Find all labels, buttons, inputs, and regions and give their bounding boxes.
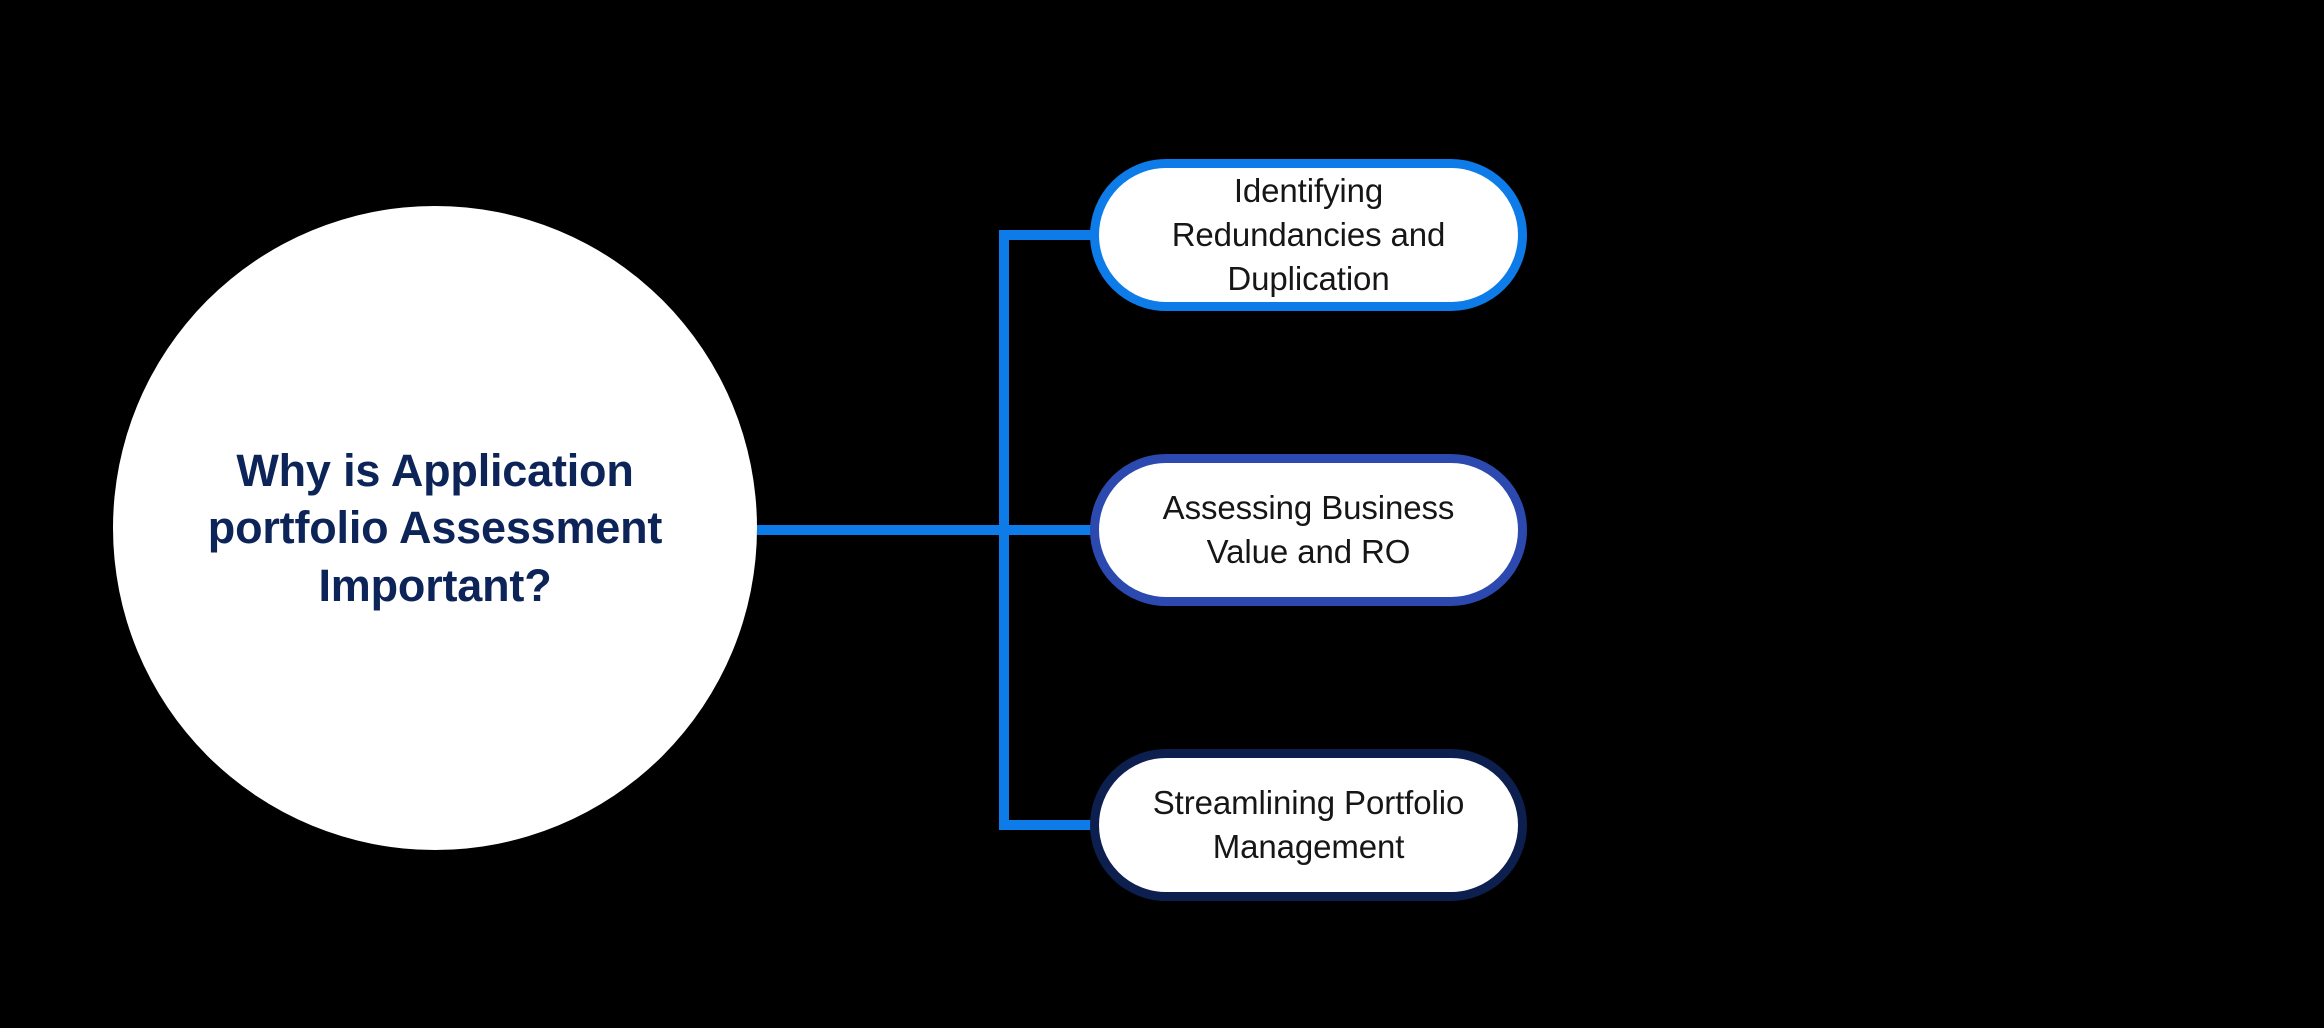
- node-label: Identifying Redundancies and Duplication: [1171, 171, 1446, 298]
- connector-stem: [757, 525, 1009, 535]
- node-assessing-business-value[interactable]: Assessing Business Value and RO: [1090, 454, 1527, 606]
- connector-branch-1: [999, 230, 1104, 240]
- hub-circle-label: Why is Application portfolio Assessment …: [207, 444, 663, 611]
- node-label: Streamlining Portfolio Management: [1152, 783, 1465, 865]
- connector-trunk: [999, 230, 1009, 830]
- node-streamlining-portfolio-management[interactable]: Streamlining Portfolio Management: [1090, 749, 1527, 901]
- hub-circle[interactable]: Why is Application portfolio Assessment …: [113, 206, 757, 850]
- connector-branch-2: [999, 525, 1104, 535]
- connector-branch-3: [999, 820, 1104, 830]
- node-label: Assessing Business Value and RO: [1162, 488, 1455, 570]
- node-identifying-redundancies[interactable]: Identifying Redundancies and Duplication: [1090, 159, 1527, 311]
